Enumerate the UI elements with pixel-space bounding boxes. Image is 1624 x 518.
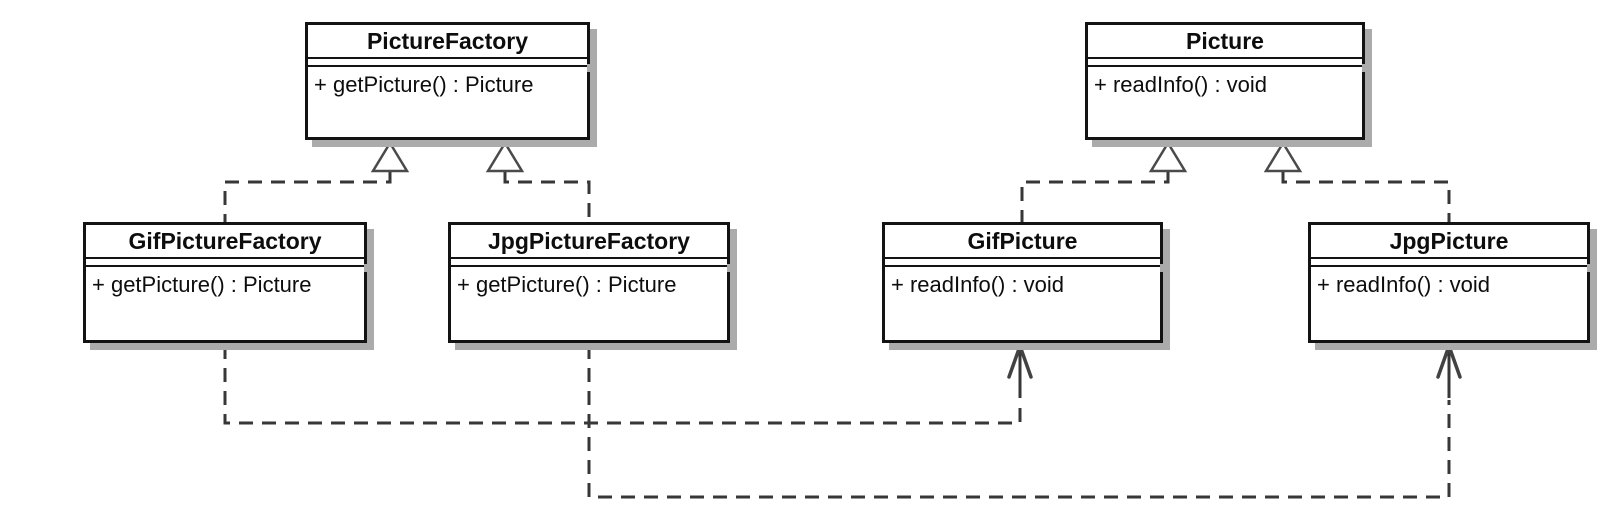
- hollow-triangle-icon: [370, 140, 410, 173]
- class-method: + readInfo() : void: [1317, 272, 1491, 297]
- class-attributes-empty: [86, 259, 364, 267]
- dependency-dashed-line: [587, 345, 1451, 499]
- dependency-gifpicturefactory-to-gifpicture: [223, 340, 1033, 425]
- class-title: JpgPictureFactory: [451, 225, 727, 259]
- dependency-dashed-line: [223, 345, 1022, 425]
- class-method: + getPicture() : Picture: [92, 272, 312, 297]
- realization-gifpicture-to-picture: [1020, 140, 1188, 222]
- realization-jpgpicture-to-picture: [1263, 140, 1451, 222]
- class-method: + readInfo() : void: [891, 272, 1065, 297]
- class-method: + getPicture() : Picture: [314, 72, 534, 97]
- realization-dashed-line: [1020, 172, 1170, 222]
- class-gifpicture: GifPicture + readInfo() : void: [882, 222, 1170, 343]
- realization-dashed-line: [1281, 172, 1451, 222]
- class-attributes-empty: [451, 259, 727, 267]
- class-picturefactory: PictureFactory + getPicture() : Picture: [305, 22, 597, 140]
- open-arrowhead-icon: [1436, 340, 1462, 379]
- class-attributes-empty: [885, 259, 1160, 267]
- class-attributes-empty: [1088, 59, 1362, 67]
- realization-gifpicturefactory-to-picturefactory: [223, 140, 410, 222]
- hollow-triangle-icon: [1148, 140, 1188, 173]
- class-gifpicturefactory: GifPictureFactory + getPicture() : Pictu…: [83, 222, 374, 343]
- class-picture: Picture + readInfo() : void: [1085, 22, 1372, 140]
- realization-jpgpicturefactory-to-picturefactory: [485, 140, 591, 222]
- class-title: PictureFactory: [308, 25, 587, 59]
- class-attributes-empty: [1311, 259, 1587, 267]
- class-jpgpicture: JpgPicture + readInfo() : void: [1308, 222, 1597, 343]
- class-method: + readInfo() : void: [1094, 72, 1268, 97]
- hollow-triangle-icon: [1263, 140, 1303, 173]
- class-attributes-empty: [308, 59, 587, 67]
- class-title: GifPicture: [885, 225, 1160, 259]
- realization-dashed-line: [503, 172, 591, 222]
- class-method: + getPicture() : Picture: [457, 272, 677, 297]
- hollow-triangle-icon: [485, 140, 525, 173]
- class-title: JpgPicture: [1311, 225, 1587, 259]
- dependency-jpgpicturefactory-to-jpgpicture: [587, 340, 1462, 499]
- class-jpgpicturefactory: JpgPictureFactory + getPicture() : Pictu…: [448, 222, 737, 343]
- open-arrowhead-icon: [1007, 340, 1033, 379]
- realization-dashed-line: [223, 172, 392, 222]
- class-title: Picture: [1088, 25, 1362, 59]
- class-title: GifPictureFactory: [86, 225, 364, 259]
